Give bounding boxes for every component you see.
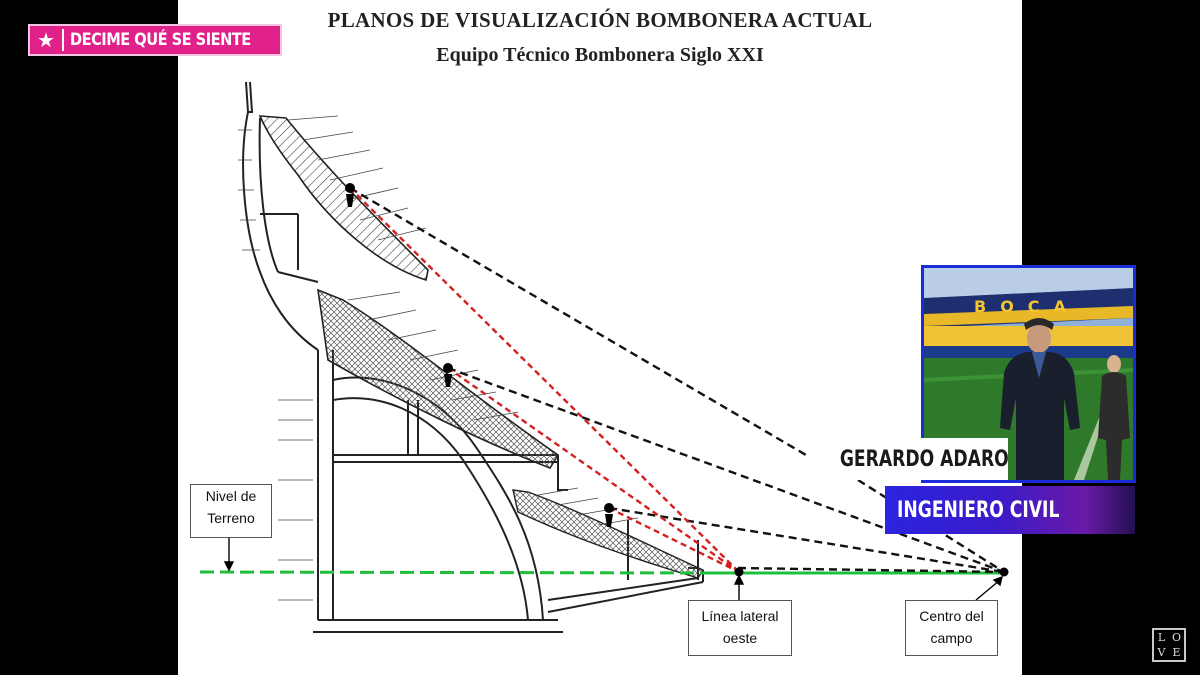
ground-level-callout: Nivel de Terreno (190, 484, 272, 538)
show-badge: ★ DECIME QUÉ SE SIENTE (28, 24, 282, 56)
logo-letter-o: O (1171, 631, 1182, 644)
channel-logo: L O V E (1152, 628, 1186, 662)
upper-tier (258, 115, 429, 282)
guest-camera-photo: BOCA (921, 265, 1136, 483)
dimension-annotations (238, 115, 639, 601)
sideline-point (734, 567, 744, 577)
guest-name-tag: GERARDO ADARO (840, 438, 1008, 480)
badge-divider (61, 29, 64, 51)
logo-letter-e: E (1172, 646, 1181, 659)
field-center-callout: Centro del campo (905, 600, 998, 656)
field-center-point (999, 567, 1009, 577)
eye-point-lower (604, 503, 614, 527)
stadium-plan-document: PLANOS DE VISUALIZACIÓN BOMBONERA ACTUAL… (178, 0, 1022, 675)
west-sideline-callout: Línea lateral oeste (688, 600, 792, 656)
logo-letter-l: L (1157, 631, 1166, 644)
stadium-photo: BOCA (924, 268, 1133, 480)
guest-role-tag: INGENIERO CIVIL (885, 486, 1135, 534)
eye-point-upper (345, 183, 355, 207)
ground-level-dashed (199, 570, 709, 575)
callout-arrows (223, 538, 1004, 601)
show-badge-label: DECIME QUÉ SE SIENTE (69, 30, 251, 50)
document-subtitle: Equipo Técnico Bombonera Siglo XXI (436, 44, 764, 66)
logo-letter-v: V (1157, 646, 1166, 659)
sightlines-to-sideline (349, 187, 740, 574)
sightlines-to-center (349, 186, 1005, 574)
guest-name: GERARDO ADARO (839, 446, 1009, 472)
guest-role: INGENIERO CIVIL (897, 497, 1060, 523)
guest-figure (1000, 318, 1080, 480)
bystander-figure (1098, 355, 1130, 480)
stand-section-diagram (199, 81, 1009, 633)
document-title: PLANOS DE VISUALIZACIÓN BOMBONERA ACTUAL (327, 8, 873, 32)
photo-banner-text: BOCA (974, 297, 1080, 316)
eye-point-middle (443, 363, 453, 387)
middle-tier (317, 288, 560, 469)
star-icon: ★ (36, 29, 55, 52)
